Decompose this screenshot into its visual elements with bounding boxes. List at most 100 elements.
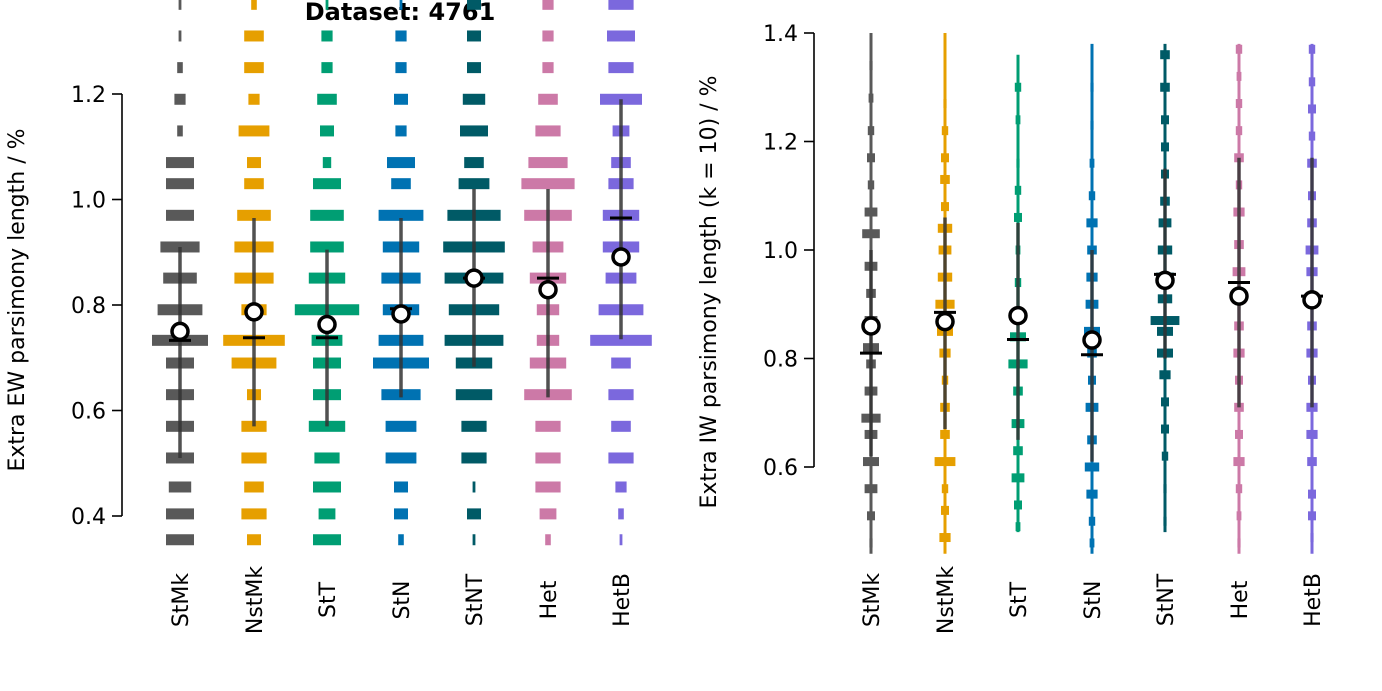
violin-band	[867, 126, 875, 136]
violin-band	[467, 508, 481, 520]
violin-band	[317, 93, 337, 105]
x-tick-label: StMk	[860, 573, 885, 628]
violin-band	[608, 389, 634, 401]
violin-band	[1084, 462, 1100, 472]
violin-band	[1306, 429, 1318, 439]
violin-band	[538, 93, 558, 105]
violin-band	[1088, 516, 1096, 526]
violin-band	[166, 157, 194, 169]
y-tick-label: 1.0	[71, 189, 106, 214]
y-tick-label: 0.8	[763, 348, 798, 373]
violin-band	[395, 62, 407, 74]
violin-band	[939, 533, 951, 543]
violin-band	[1160, 50, 1170, 60]
violin-stnt	[443, 0, 505, 546]
violin-band	[467, 0, 481, 10]
violin-band	[545, 534, 551, 546]
violin-band	[322, 157, 332, 169]
mean-marker	[935, 311, 955, 332]
violin-band	[1161, 397, 1169, 407]
violin-band	[941, 484, 949, 494]
violin-band	[1014, 212, 1022, 222]
violin-band	[1161, 424, 1169, 434]
violin-band	[615, 481, 627, 493]
violin-band	[237, 209, 271, 221]
violin-band	[391, 178, 411, 190]
violin-band	[941, 505, 949, 515]
violin-band	[387, 157, 415, 169]
violin-stn	[1081, 43, 1103, 554]
violin-band	[178, 0, 182, 10]
violin-band	[385, 452, 417, 464]
violin-band	[178, 30, 182, 42]
violin-band	[313, 534, 341, 546]
violin-band	[1308, 44, 1316, 54]
violin-band	[1160, 82, 1170, 92]
violin-band	[314, 452, 340, 464]
violin-band	[867, 511, 875, 521]
mean-marker	[1082, 330, 1102, 350]
violin-band	[394, 481, 408, 493]
violin-band	[618, 508, 624, 520]
violin-band	[166, 534, 194, 546]
violin-band	[869, 538, 873, 548]
violin-band	[1015, 115, 1021, 125]
violin-band	[458, 178, 490, 190]
violin-band	[944, 66, 946, 76]
violin-band	[321, 30, 333, 42]
violin-stmk	[152, 0, 208, 546]
violin-band	[869, 61, 873, 71]
mean-marker	[464, 268, 484, 288]
violin-band	[1236, 71, 1242, 81]
violin-band	[590, 334, 652, 346]
violin-band	[310, 241, 344, 253]
violin-band	[611, 420, 631, 432]
violin-band	[1163, 516, 1167, 526]
violin-stnt	[1150, 43, 1180, 533]
violin-band	[177, 62, 183, 74]
violin-band	[313, 178, 341, 190]
violin-band	[1089, 538, 1095, 548]
violin-band	[1159, 370, 1171, 380]
violin-band	[1161, 451, 1169, 461]
violin-band	[1163, 484, 1167, 494]
x-tick-label: HetB	[610, 573, 635, 627]
violin-band	[1014, 82, 1022, 92]
violin-band	[1307, 457, 1317, 467]
violin-band	[467, 62, 481, 74]
violin-band	[1308, 104, 1316, 114]
violin-band	[166, 178, 194, 190]
left-y-axis-title: Extra EW parsimony length / %	[5, 128, 30, 471]
mean-marker	[244, 302, 264, 322]
violin-band	[395, 125, 407, 137]
violin-band	[1235, 484, 1243, 494]
violin-band	[248, 93, 260, 105]
violin-band	[619, 534, 623, 546]
violin-band	[394, 93, 408, 105]
violin-band	[464, 157, 484, 169]
violin-band	[1090, 82, 1094, 92]
x-tick-label: StT	[316, 581, 341, 618]
violin-nstmk	[223, 0, 285, 546]
violin-band	[1308, 511, 1316, 521]
violin-band	[320, 125, 334, 137]
violin-band	[455, 389, 493, 401]
y-tick-label: 0.6	[763, 456, 798, 481]
violin-band	[325, 0, 329, 10]
violin-band	[472, 481, 476, 493]
violin-band	[247, 534, 261, 546]
violin-band	[539, 508, 557, 520]
x-tick-label: StNT	[1154, 573, 1179, 626]
violin-band	[1086, 489, 1098, 499]
violin-het	[1228, 43, 1250, 554]
violin-band	[1236, 511, 1242, 521]
mean-marker	[317, 314, 337, 335]
violin-band	[166, 508, 194, 520]
violin-band	[1086, 218, 1098, 228]
violin-band	[244, 178, 264, 190]
violin-band	[177, 125, 183, 137]
violin-band	[608, 62, 634, 74]
violin-band	[461, 420, 487, 432]
